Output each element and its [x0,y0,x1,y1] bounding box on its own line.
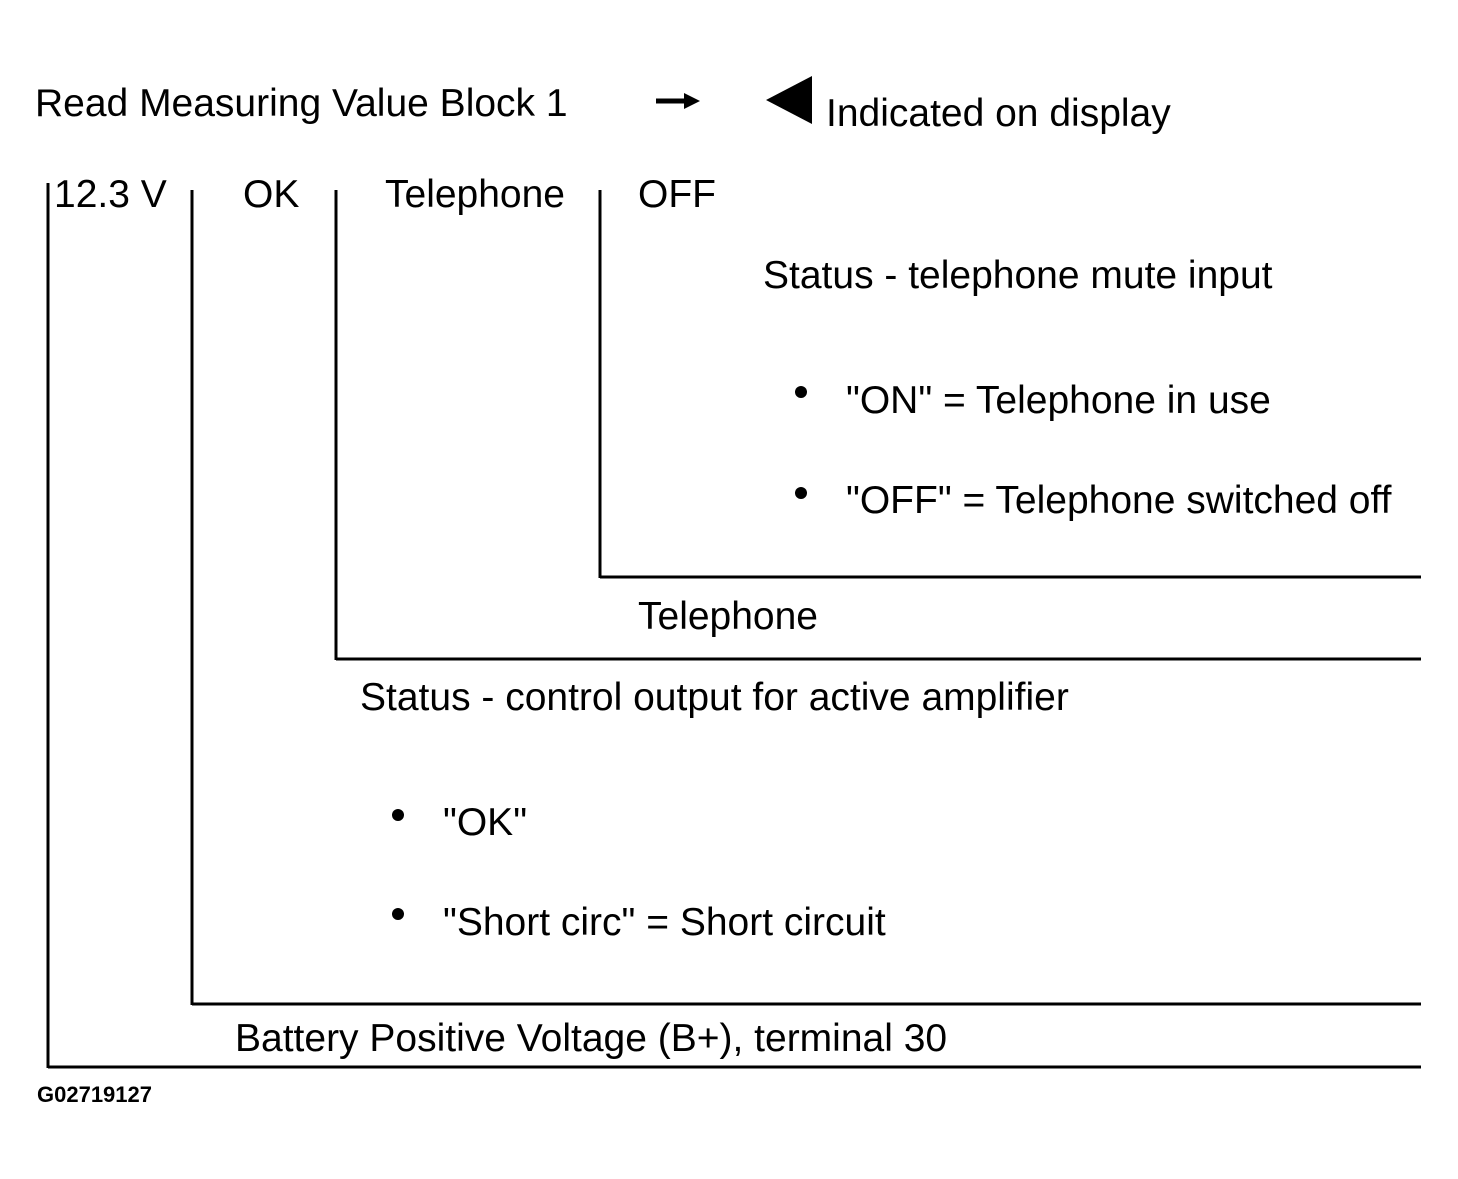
field-voltage: 12.3 V [54,173,167,216]
bullet-icon [795,386,807,398]
bullet-icon [392,908,404,920]
field-mute-status: OFF [638,173,716,216]
display-note: Indicated on display [826,92,1171,135]
field2-bullet-ok: "OK" [443,801,528,844]
figure-id: G02719127 [37,1082,152,1107]
field4-bullet-on: "ON" = Telephone in use [846,379,1271,422]
right-arrow-icon [656,93,700,109]
field3-description-title: Telephone [638,595,818,638]
field2-description-title: Status - control output for active ampli… [360,676,1069,719]
instruction-text: Read Measuring Value Block 1 [35,82,568,125]
left-triangle-icon [766,76,812,124]
field1-description-title: Battery Positive Voltage (B+), terminal … [235,1017,948,1060]
field-amplifier-status: OK [243,173,300,216]
field4-description-title: Status - telephone mute input [763,254,1273,297]
bullet-icon [392,809,404,821]
field-telephone: Telephone [385,173,565,216]
field4-bullet-off: "OFF" = Telephone switched off [846,479,1392,522]
field2-bullet-short: "Short circ" = Short circuit [443,901,886,944]
bullet-icon [795,487,807,499]
